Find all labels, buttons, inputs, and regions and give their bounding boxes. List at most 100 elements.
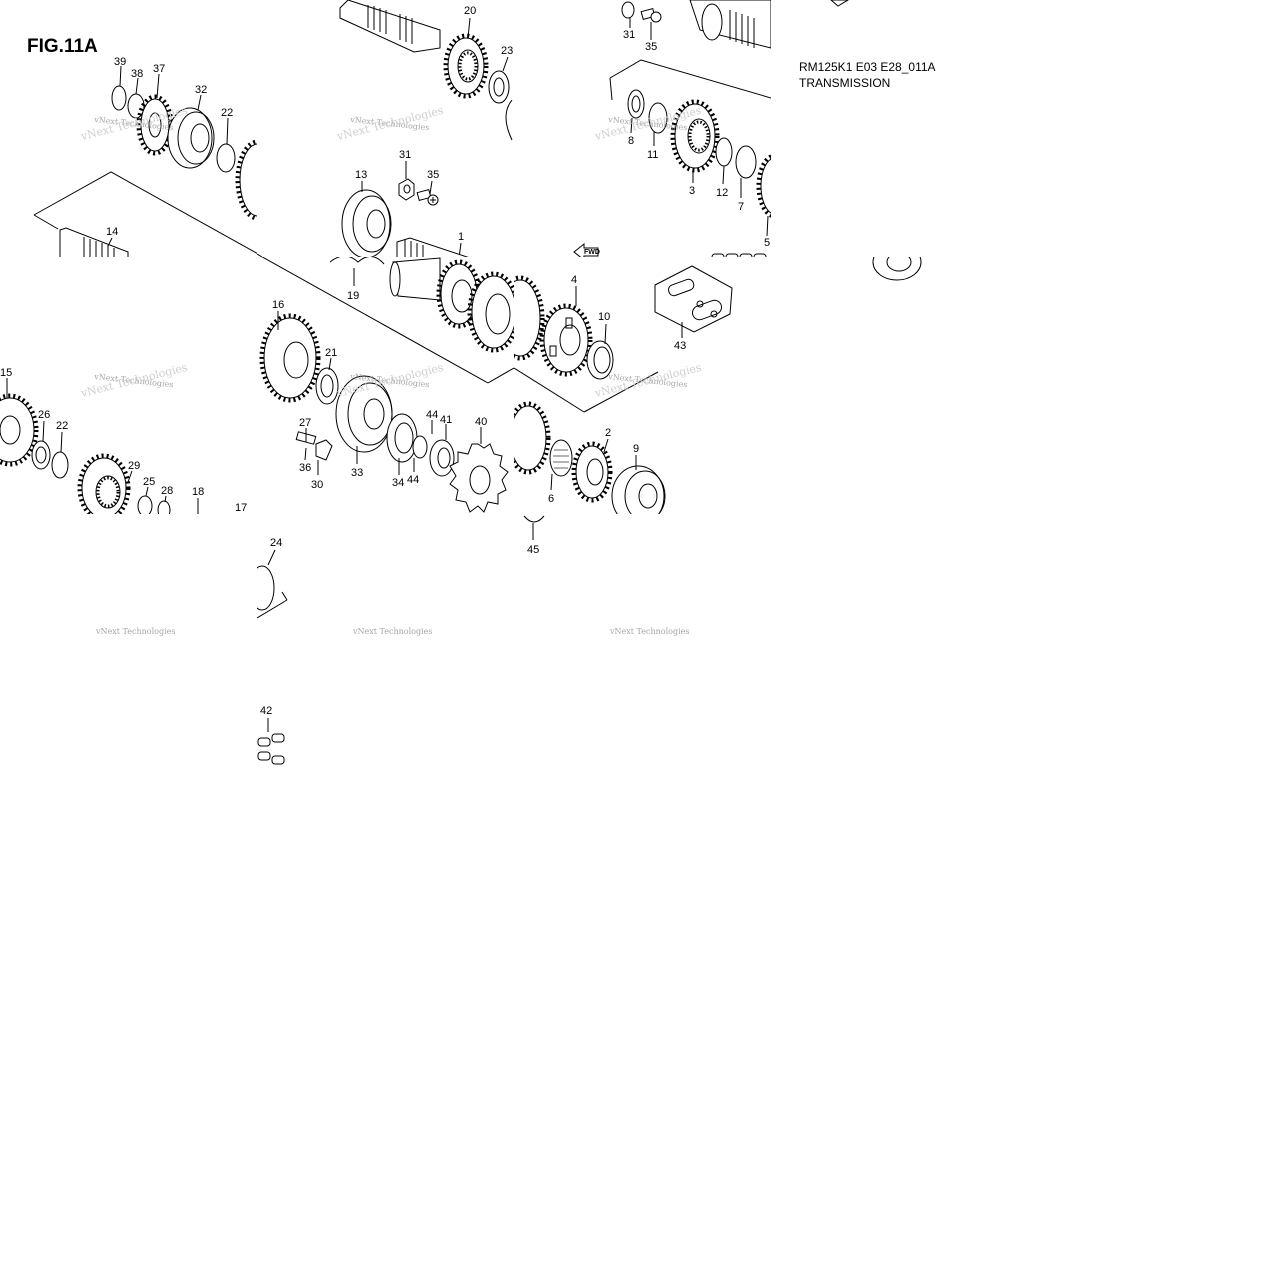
fwd-arrow-icon <box>573 242 599 257</box>
callout-7: 7 <box>738 201 744 213</box>
callout-18: 18 <box>192 486 204 498</box>
callout-17: 17 <box>235 502 247 514</box>
tile-driveshaft-center: vNext Technologies vNext Technologies <box>259 257 514 513</box>
svg-text:vNext Technologies: vNext Technologies <box>609 627 689 636</box>
callout-41: 41 <box>440 414 452 426</box>
washer-22 <box>216 143 236 173</box>
circlip-24 <box>257 565 275 611</box>
washer-8 <box>627 89 645 119</box>
gear-15 <box>0 397 35 463</box>
callout-35a: 35 <box>645 41 657 53</box>
retainer-31 <box>398 178 415 201</box>
callout-13: 13 <box>355 169 367 181</box>
gear-3 <box>674 103 716 169</box>
callout-4: 4 <box>571 274 577 286</box>
washer-26 <box>31 440 51 470</box>
callout-24: 24 <box>270 537 282 549</box>
bushing-10 <box>586 340 614 380</box>
callout-12: 12 <box>716 187 728 199</box>
washer-12 <box>715 137 733 167</box>
gear-20 <box>447 37 485 95</box>
callout-6: 6 <box>548 493 554 505</box>
figure-info: RM125K1 E03 E28_011A TRANSMISSION <box>799 59 936 91</box>
svg-text:vNext Technologies: vNext Technologies <box>352 627 432 636</box>
callout-40: 40 <box>475 416 487 428</box>
callout-26: 26 <box>38 409 50 421</box>
callout-20: 20 <box>464 5 476 17</box>
spacer-41 <box>429 439 455 477</box>
gear-5 <box>760 158 771 214</box>
shaft-14 <box>59 227 129 257</box>
o-ring-44 <box>412 435 428 459</box>
callout-22b: 22 <box>56 420 68 432</box>
drive-chain-42 <box>257 737 271 747</box>
circlip-11 <box>648 102 668 134</box>
callout-43: 43 <box>674 340 686 352</box>
figure-section: TRANSMISSION <box>799 76 891 90</box>
callout-8: 8 <box>628 135 634 147</box>
svg-text:vNext Technologies: vNext Technologies <box>95 627 175 636</box>
callout-10: 10 <box>598 311 610 323</box>
tile-countershaft-upper: vNext Technologies vNext Technologies <box>33 65 257 257</box>
callout-44a: 44 <box>426 409 438 421</box>
callout-25: 25 <box>143 476 155 488</box>
gear-2 <box>575 445 609 499</box>
callout-19: 19 <box>347 290 359 302</box>
bearing-32 <box>167 107 213 169</box>
callout-34: 34 <box>392 477 404 489</box>
gear-29 <box>81 457 127 514</box>
tile-driveshaft-upper: vNext Technologies vNext Technologies <box>257 0 513 257</box>
callout-11: 11 <box>647 149 658 161</box>
callout-23: 23 <box>501 45 513 57</box>
callout-42: 42 <box>260 705 272 717</box>
needle-bearing-6 <box>549 439 573 477</box>
fwd-label: FWD <box>584 249 600 256</box>
callout-38: 38 <box>131 68 143 80</box>
bearing-13 <box>341 189 391 257</box>
washer-28 <box>157 500 171 514</box>
callout-45: 45 <box>527 544 539 556</box>
callout-27: 27 <box>299 417 311 429</box>
tile-chain <box>257 549 288 765</box>
callout-29: 29 <box>128 460 140 472</box>
spacer-21 <box>315 367 339 405</box>
circlip-19 <box>329 257 385 265</box>
callout-1: 1 <box>458 231 464 243</box>
arrow-fragment <box>830 0 849 7</box>
tile-countershaft-gears: FWD vNext Technologies vNext Technologie… <box>573 0 771 257</box>
bearing-fragment <box>872 257 922 281</box>
callout-30: 30 <box>311 479 323 491</box>
sprocket-40 <box>449 443 509 513</box>
callout-2: 2 <box>605 427 611 439</box>
callout-5: 5 <box>764 237 770 249</box>
callout-35b: 35 <box>427 169 439 181</box>
circlip-39 <box>111 85 127 111</box>
callout-9: 9 <box>633 443 639 455</box>
callout-39: 39 <box>114 56 126 68</box>
gear-16 <box>263 317 317 399</box>
plate-30 <box>315 439 333 461</box>
tile-right-fragment <box>872 257 922 281</box>
callout-21: 21 <box>325 347 337 359</box>
callout-28: 28 <box>161 485 173 497</box>
callout-31a: 31 <box>623 29 635 41</box>
callout-3: 3 <box>689 185 695 197</box>
bearing-9 <box>611 465 665 514</box>
callout-14: 14 <box>106 226 118 238</box>
circlip-7 <box>735 145 757 179</box>
chain-joint-43 <box>667 278 695 297</box>
callout-16: 16 <box>272 299 284 311</box>
tile-countershaft-lower: vNext Technologies vNext Technologies <box>514 265 733 514</box>
callout-22a: 22 <box>221 107 233 119</box>
circlip-45 <box>523 515 545 523</box>
callout-36: 36 <box>299 462 311 474</box>
gear-37 <box>140 98 170 152</box>
callout-32: 32 <box>195 84 207 96</box>
callout-15: 15 <box>0 367 12 379</box>
figure-title: FIG.11A <box>27 36 98 57</box>
callout-44b: 44 <box>407 474 419 486</box>
washer-23 <box>488 70 510 104</box>
callout-37: 37 <box>153 63 165 75</box>
